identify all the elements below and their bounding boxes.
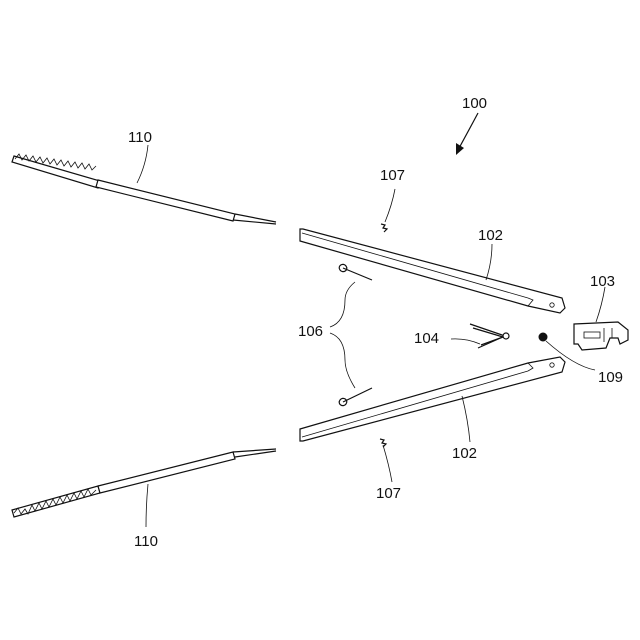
arm-102-bottom [300, 357, 565, 441]
label-103: 103 [590, 273, 615, 290]
end-cap-103 [574, 322, 628, 350]
label-107-top: 107 [380, 167, 405, 184]
label-102-bottom: 102 [452, 445, 477, 462]
arm-102-top [300, 229, 565, 313]
pin-107-top [381, 224, 387, 232]
label-110-top: 110 [128, 129, 152, 146]
label-102-top: 102 [478, 227, 503, 244]
label-110-bottom: 110 [134, 533, 158, 550]
torsion-spring-106-top [339, 264, 372, 280]
label-109: 109 [598, 369, 623, 386]
v-spring-104 [470, 324, 509, 348]
rod-110-bottom [12, 449, 276, 517]
leader-lines [137, 145, 605, 527]
label-104: 104 [414, 330, 439, 347]
label-106: 106 [298, 323, 323, 340]
torsion-spring-106-bottom [339, 388, 372, 406]
arrow-100 [456, 113, 478, 155]
label-107-bottom: 107 [376, 485, 401, 502]
label-100: 100 [462, 95, 487, 112]
pivot-109 [539, 333, 548, 342]
